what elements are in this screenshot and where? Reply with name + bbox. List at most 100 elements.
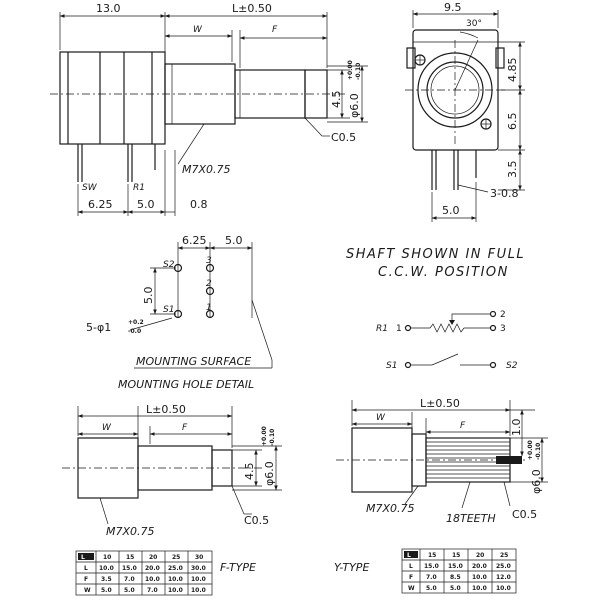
y-table-head-1: 15 <box>428 552 436 559</box>
end-view: 30° 9.5 4.85 6.5 3.5 3-0.8 5.0 <box>405 1 525 222</box>
r1-label: R1 <box>376 324 388 334</box>
mounting-surface-label: MOUNTING SURFACE <box>136 355 251 368</box>
pot-body <box>59 51 166 145</box>
y-table-cell: F <box>409 574 413 581</box>
f-thread: M7X0.75 <box>106 525 155 538</box>
holes-tol-dn: -0.0 <box>128 328 141 335</box>
dim-485: 4.85 <box>506 58 519 83</box>
f-dim-flat: 4.5 <box>243 463 256 481</box>
y-table-cell: 5.0 <box>426 585 437 592</box>
f-table-cell: F <box>84 576 88 583</box>
y-table-cell: 10.0 <box>496 585 511 592</box>
f-chamfer: C0.5 <box>244 514 269 527</box>
f-dim-w: W <box>102 423 112 433</box>
f-type-label: F-TYPE <box>220 561 256 574</box>
pin-r1-label: R1 <box>133 183 145 193</box>
y-teeth: 18TEETH <box>446 512 496 525</box>
dim-625: 6.25 <box>88 198 113 211</box>
f-table-cell: 20.0 <box>145 565 160 572</box>
hole-2 <box>205 286 215 296</box>
dim-mount-5v: 5.0 <box>142 287 155 305</box>
pin-3: 3 <box>206 256 212 266</box>
y-table-head-2: 15 <box>452 552 460 559</box>
schematic: R1 1 3 2 S1 S2 <box>376 310 518 371</box>
f-table-head-0: L <box>81 554 85 561</box>
dim-3-08: 3-0.8 <box>490 187 518 200</box>
y-dia-tol-dn: -0.10 <box>535 443 542 460</box>
f-table-cell: 10.0 <box>99 565 114 572</box>
dia-tol-dn: -0.10 <box>355 63 362 80</box>
thread-label: M7X0.75 <box>182 163 231 176</box>
f-table-cell: 3.5 <box>101 576 112 583</box>
pin-sw-label: SW <box>82 183 98 193</box>
f-table-cell: 7.0 <box>147 587 158 594</box>
f-type-view: L±0.50 W F 4.5 φ6.0 +0.00 -0.10 C0.5 M7X… <box>62 403 282 574</box>
f-table-corner <box>78 553 94 560</box>
f-table-head-3: 20 <box>149 554 157 561</box>
dim-body-length: 13.0 <box>96 2 121 15</box>
f-table-cell: 25.0 <box>168 565 183 572</box>
pin-s1: S1 <box>163 305 174 315</box>
f-table-head-4: 25 <box>172 554 180 561</box>
y-table-cell: 8.5 <box>450 574 461 581</box>
f-table-head-2: 15 <box>126 554 134 561</box>
pin-s2: S2 <box>163 260 175 270</box>
dim-width: 9.5 <box>444 1 462 14</box>
dim-w: W <box>193 25 203 35</box>
f-type-table: L 10 15 20 25 30 L 10.0 15.0 20.0 25.0 3… <box>75 550 213 596</box>
knurl-teeth <box>426 441 510 479</box>
f-dim-f: F <box>182 423 188 433</box>
f-table-cell: 15.0 <box>122 565 137 572</box>
dim-08: 0.8 <box>190 198 208 211</box>
y-table-cell: 12.0 <box>496 574 511 581</box>
dim-f: F <box>272 25 278 35</box>
hole-3 <box>205 263 215 273</box>
y-type-table: L 15 15 20 25 L 15.0 15.0 20.0 25.0 F 7.… <box>401 548 517 594</box>
f-table-head-1: 10 <box>103 554 111 561</box>
dim-35: 3.5 <box>506 161 519 179</box>
y-table-head-4: 25 <box>500 552 508 559</box>
dim-angle: 30° <box>466 19 482 29</box>
y-dim-w: W <box>376 413 386 423</box>
dim-flat: 4.5 <box>330 91 343 109</box>
dim-50: 5.0 <box>137 198 155 211</box>
y-dim-f: F <box>460 421 466 431</box>
f-table-cell: 5.0 <box>124 587 135 594</box>
y-table-cell: 25.0 <box>496 563 511 570</box>
y-table-cell: L <box>409 563 413 570</box>
dim-65: 6.5 <box>506 113 519 131</box>
y-table-cell: 5.0 <box>450 585 461 592</box>
y-table-cell: 20.0 <box>472 563 487 570</box>
f-table-cell: L <box>84 565 88 572</box>
f-table-cell: 7.0 <box>124 576 135 583</box>
hole-1 <box>205 309 215 319</box>
y-table-cell: 7.0 <box>426 574 437 581</box>
top-side-view: SW R1 13.0 L±0.50 W F 4.5 φ6.0 +0.00 -0.… <box>50 2 368 216</box>
s1-label: S1 <box>386 361 397 371</box>
y-type-label: Y-TYPE <box>334 561 369 574</box>
r1-pin2: 2 <box>500 310 506 320</box>
y-table-head-0: L <box>407 552 411 559</box>
y-dim-diameter: φ6.0 <box>530 469 543 494</box>
f-table-cell: 10.0 <box>191 576 206 583</box>
mounting-hole-detail: 6.25 5.0 S2 S1 3 2 1 5.0 5-φ1 +0.2 -0.0 … <box>86 234 273 391</box>
chamfer-label: C0.5 <box>331 131 356 144</box>
mounting-detail-label: MOUNTING HOLE DETAIL <box>118 378 254 391</box>
y-thread: M7X0.75 <box>366 502 415 515</box>
dim-shaft-length: L±0.50 <box>232 2 272 15</box>
f-table-cell: 10.0 <box>168 576 183 583</box>
y-table-head-3: 20 <box>476 552 484 559</box>
y-table-corner <box>404 551 418 558</box>
y-dim-10: 1.0 <box>510 419 523 437</box>
f-table-head-5: 30 <box>195 554 203 561</box>
r1-pin3: 3 <box>500 324 506 334</box>
slot <box>496 456 522 464</box>
dim-mount-50: 5.0 <box>225 234 243 247</box>
y-dia-tol-up: +0.00 <box>527 440 534 460</box>
f-dim-diameter: φ6.0 <box>263 461 276 486</box>
f-dim-shaft-length: L±0.50 <box>146 403 186 416</box>
f-dia-tol-up: +0.00 <box>261 426 268 446</box>
f-table-cell: 5.0 <box>101 587 112 594</box>
pin-1: 1 <box>206 303 212 313</box>
